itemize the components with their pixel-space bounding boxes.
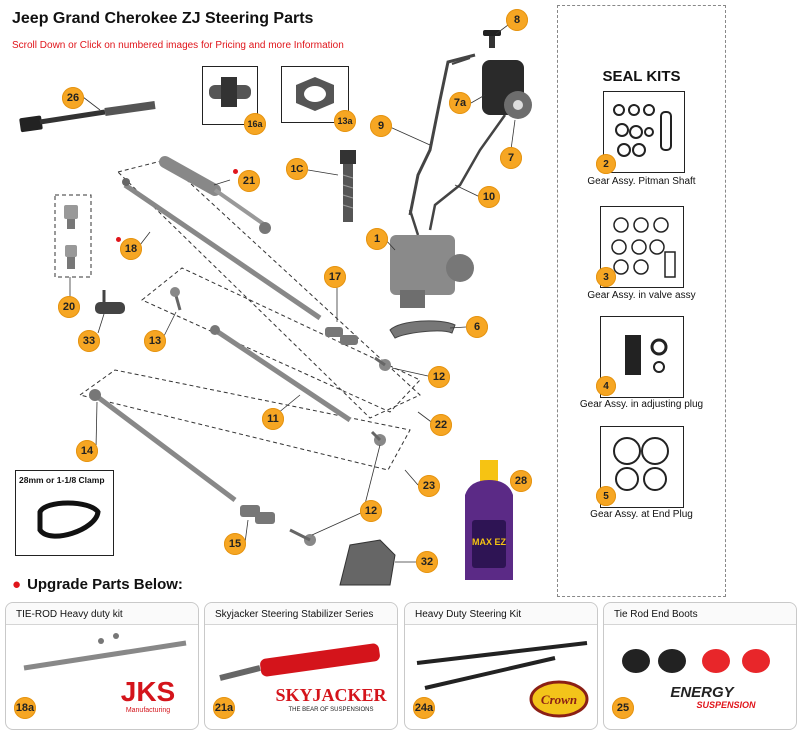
upgrade-card-24a[interactable]: Heavy Duty Steering Kit Crown 24a [404, 602, 598, 730]
steering-stabilizer [159, 156, 271, 234]
upgrade-heading: ● Upgrade Parts Below: [12, 576, 183, 593]
steering-gear-box [390, 235, 474, 308]
jks-logo: JKS [121, 676, 175, 707]
part-badge-12-top[interactable]: 12 [428, 366, 450, 388]
seal-kits-panel: SEAL KITS 2 Gear Assy. Pitman Shaft 3 Ge… [557, 5, 726, 597]
part-badge-12-bottom[interactable]: 12 [360, 500, 382, 522]
part-badge-13a[interactable]: 13a [334, 110, 356, 132]
skyjacker-logo: SKYJACKER [275, 685, 387, 705]
energy-logo: ENERGY [670, 684, 735, 701]
card-badge-24a[interactable]: 24a [413, 697, 435, 719]
part-badge-21[interactable]: 21 [238, 170, 260, 192]
seal-badge-4[interactable]: 4 [596, 376, 616, 396]
part-badge-14[interactable]: 14 [76, 440, 98, 462]
upgrade-marker-21 [233, 169, 238, 174]
card-badge-18a[interactable]: 18a [14, 697, 36, 719]
steering-shaft-26 [19, 101, 156, 133]
seal-badge-5[interactable]: 5 [596, 486, 616, 506]
o-ring-set-icon [611, 217, 676, 278]
part-badge-1c[interactable]: 1C [286, 158, 308, 180]
part-badge-32[interactable]: 32 [416, 551, 438, 573]
o-ring-set-icon [613, 437, 669, 491]
upgrade-card-21a[interactable]: Skyjacker Steering Stabilizer Series SKY… [204, 602, 398, 730]
part-badge-11[interactable]: 11 [262, 408, 284, 430]
seal-kits-title: SEAL KITS [602, 68, 681, 85]
card-title: Tie Rod End Boots [604, 603, 796, 625]
seal-kit-thumb-2[interactable] [603, 91, 685, 173]
part-badge-7[interactable]: 7 [500, 147, 522, 169]
upgrade-card-25[interactable]: Tie Rod End Boots ENERGY SUSPENSION 25 [603, 602, 797, 730]
boots-image: ENERGY SUSPENSION [622, 649, 770, 710]
seal-caption-2: Gear Assy. Pitman Shaft [587, 176, 696, 187]
bolt-1c [340, 150, 356, 222]
seal-kit-thumb-4[interactable] [600, 316, 684, 398]
part-badge-16a[interactable]: 16a [244, 113, 266, 135]
jks-logo-sub: Manufacturing [126, 707, 170, 714]
part-badge-15[interactable]: 15 [224, 533, 246, 555]
nut-clamp-icon [209, 77, 251, 107]
card-title: TIE-ROD Heavy duty kit [6, 603, 198, 625]
skyjacker-logo-sub: THE BEAR OF SUSPENSIONS [288, 707, 373, 713]
part-badge-23[interactable]: 23 [418, 475, 440, 497]
part-badge-1[interactable]: 1 [366, 228, 388, 250]
part-badge-8[interactable]: 8 [506, 9, 528, 31]
page-subtitle: Scroll Down or Click on numbered images … [12, 40, 344, 51]
part-badge-22[interactable]: 22 [430, 414, 452, 436]
upgrade-heading-text: Upgrade Parts Below: [27, 576, 183, 593]
seal-badge-2[interactable]: 2 [596, 154, 616, 174]
part-badge-13[interactable]: 13 [144, 330, 166, 352]
clamp-label: 28mm or 1-1/8 Clamp [19, 475, 105, 485]
clamp-box[interactable]: 28mm or 1-1/8 Clamp [15, 470, 114, 556]
part-badge-28[interactable]: 28 [510, 470, 532, 492]
seal-badge-3[interactable]: 3 [596, 267, 616, 287]
card-title: Skyjacker Steering Stabilizer Series [205, 603, 397, 625]
seal-caption-4: Gear Assy. in adjusting plug [579, 399, 704, 410]
steering-kit-image: Crown [416, 641, 589, 718]
part-badge-6[interactable]: 6 [466, 316, 488, 338]
bullet-icon: ● [12, 576, 22, 593]
seal-caption-3: Gear Assy. in valve assy [587, 290, 696, 301]
part-badge-10[interactable]: 10 [478, 186, 500, 208]
power-steering-pump [482, 60, 532, 119]
seal-parts-icon [625, 335, 668, 375]
crown-logo: Crown [541, 692, 577, 707]
o-ring-set-icon [613, 104, 672, 157]
tie-rod-image: JKS Manufacturing [23, 633, 187, 714]
jam-nut-icon [296, 77, 334, 111]
thumb-16a[interactable] [202, 66, 258, 125]
part-badge-20[interactable]: 20 [58, 296, 80, 318]
card-title: Heavy Duty Steering Kit [405, 603, 597, 625]
page-title: Jeep Grand Cherokee ZJ Steering Parts [12, 10, 314, 27]
upgrade-card-18a[interactable]: TIE-ROD Heavy duty kit JKS Manufacturing… [5, 602, 199, 730]
part-badge-17[interactable]: 17 [324, 266, 346, 288]
part-badge-18[interactable]: 18 [120, 238, 142, 260]
upgrade-marker-18 [116, 237, 121, 242]
part-badge-26[interactable]: 26 [62, 87, 84, 109]
part-badge-7a[interactable]: 7a [449, 92, 471, 114]
seal-caption-5: Gear Assy. at End Plug [590, 509, 693, 520]
part-badge-9[interactable]: 9 [370, 115, 392, 137]
card-badge-21a[interactable]: 21a [213, 697, 235, 719]
part-badge-33[interactable]: 33 [78, 330, 100, 352]
card-badge-25[interactable]: 25 [612, 697, 634, 719]
energy-logo-sub: SUSPENSION [696, 700, 756, 710]
stabilizer-image: SKYJACKER THE BEAR OF SUSPENSIONS [219, 643, 388, 713]
